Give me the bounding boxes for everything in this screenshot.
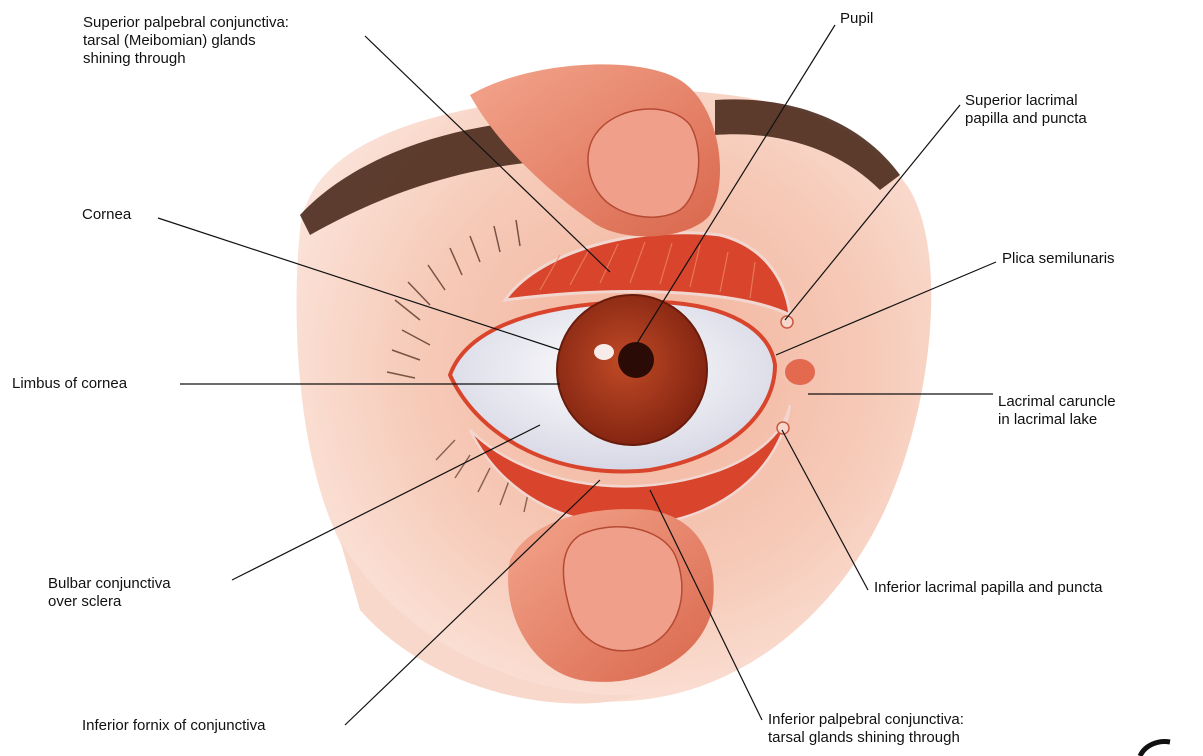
label-inferior-lacrimal-papilla: Inferior lacrimal papilla and puncta	[874, 579, 1102, 597]
label-lacrimal-caruncle: Lacrimal caruncle in lacrimal lake	[998, 393, 1116, 429]
label-inferior-fornix: Inferior fornix of conjunctiva	[82, 717, 265, 735]
lacrimal-caruncle	[784, 358, 816, 386]
pupil	[618, 342, 654, 378]
label-bulbar-conjunctiva: Bulbar conjunctiva over sclera	[48, 575, 171, 611]
label-superior-lacrimal-papilla: Superior lacrimal papilla and puncta	[965, 92, 1087, 128]
label-superior-palpebral-conjunctiva: Superior palpebral conjunctiva: tarsal (…	[83, 14, 289, 68]
label-inferior-palpebral-conjunctiva: Inferior palpebral conjunctiva: tarsal g…	[768, 711, 964, 747]
label-cornea: Cornea	[82, 206, 131, 224]
label-pupil: Pupil	[840, 10, 873, 28]
corner-mark	[1140, 742, 1170, 756]
label-plica-semilunaris: Plica semilunaris	[1002, 250, 1115, 268]
label-limbus-of-cornea: Limbus of cornea	[12, 375, 127, 393]
